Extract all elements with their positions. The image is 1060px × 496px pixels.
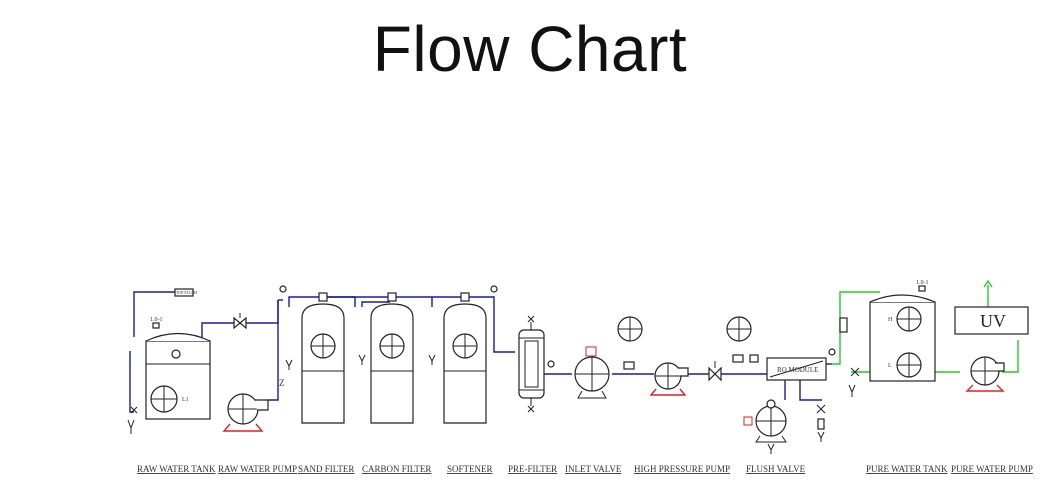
label-flush-valve: FLUSH VALVE: [746, 464, 806, 474]
label-raw-water-tank: RAW WATER TANK: [137, 464, 216, 474]
flush-valve: [743, 399, 826, 454]
spare-symbol-2: [726, 316, 752, 342]
h-tag: H: [888, 317, 893, 323]
high-pressure-pump: [649, 362, 689, 396]
ro-module: RO MODULE: [766, 348, 836, 381]
uv-label: UV: [980, 311, 1006, 331]
drain-1: [285, 359, 293, 370]
pure-water-tank: H L 1.0-1: [839, 280, 936, 397]
page-title: Flow Chart: [372, 13, 688, 85]
label-softener: SOFTENER: [447, 464, 493, 474]
label-pure-water-tank: PURE WATER TANK: [866, 464, 948, 474]
raw-water-pump: [222, 393, 269, 432]
check-mark: Z: [279, 378, 285, 388]
level-tag-2: 1.0-1: [916, 280, 929, 286]
pure-water-pump: [965, 356, 1005, 392]
inlet-valve: [574, 346, 610, 399]
equipment-labels: RAW WATER TANK RAW WATER PUMP SAND FILTE…: [137, 464, 1033, 474]
feed-tag: TOP FLUSH: [176, 290, 197, 295]
label-raw-water-pump: RAW WATER PUMP: [218, 464, 297, 474]
spare-symbol-1: [617, 316, 643, 342]
carbon-filter: [358, 292, 414, 424]
uv-sterilizer: UV: [954, 306, 1029, 335]
raw-water-tank: L1 1.0-1 TOP FLUSH: [127, 288, 211, 434]
label-high-pressure-pump: HIGH PRESSURE PUMP: [634, 464, 730, 474]
l1-tag: L1: [182, 397, 189, 403]
softener: [428, 292, 487, 424]
sand-filter: [301, 292, 345, 424]
ro-module-label: RO MODULE: [777, 366, 818, 374]
pre-filter: [518, 315, 555, 413]
pressure-switch: [623, 361, 635, 370]
label-carbon-filter: CARBON FILTER: [362, 464, 431, 474]
concentrate-valve: [708, 354, 759, 382]
level-tag: 1.0-1: [150, 317, 163, 323]
label-pre-filter: PRE-FILTER: [508, 464, 557, 474]
raw-line-valve: [233, 313, 247, 330]
label-pure-water-pump: PURE WATER PUMP: [951, 464, 1033, 474]
gauge-2: [490, 285, 498, 293]
label-inlet-valve: INLET VALVE: [565, 464, 622, 474]
l-tag: L: [888, 363, 892, 369]
gauge-1: [279, 285, 287, 293]
label-sand-filter: SAND FILTER: [298, 464, 354, 474]
